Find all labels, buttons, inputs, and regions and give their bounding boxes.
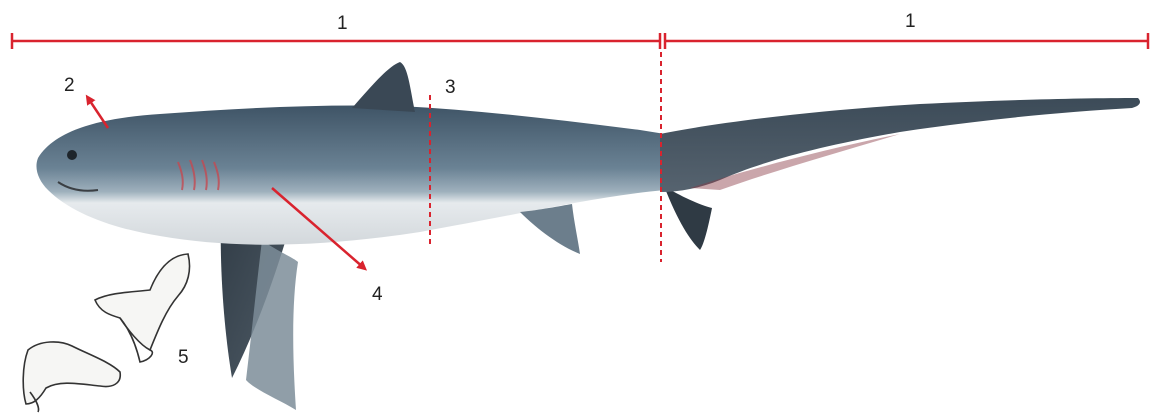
- shark-illustration: [36, 62, 1140, 410]
- caudal-lower-lobe: [664, 186, 712, 250]
- teeth-sketches: [23, 254, 189, 412]
- label-head-length: 1: [337, 14, 348, 33]
- label-pectoral-fin: 4: [372, 285, 383, 304]
- tooth-sketch-upper: [95, 254, 190, 350]
- label-head-point: 2: [64, 76, 75, 95]
- shark-eye: [67, 150, 77, 160]
- label-tail-length: 1: [905, 12, 916, 31]
- label-first-dorsal: 3: [445, 78, 456, 97]
- dorsal-fin: [352, 62, 415, 112]
- tooth-sketch-lower: [23, 342, 120, 404]
- pelvic-fin: [520, 204, 580, 254]
- label-teeth: 5: [178, 348, 189, 367]
